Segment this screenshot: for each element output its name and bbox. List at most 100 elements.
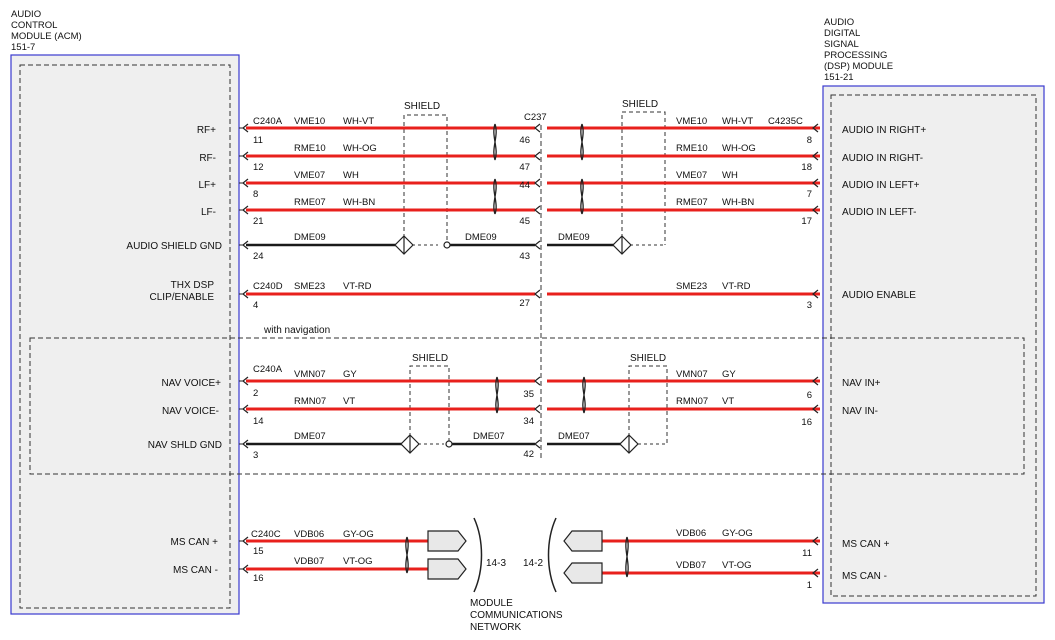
pin-number: 8 [807,135,812,146]
c237-pin-numbers: 46 47 44 45 43 27 35 34 42 [519,135,534,460]
pin-number: 44 [519,180,530,191]
pin-number: 8 [253,189,258,200]
pin-number: 7 [807,189,812,200]
c240a-label: C240A [253,116,283,127]
wire-color: WH-OG [343,143,377,154]
circuit-id: DME07 [558,431,590,442]
shield-label-1: SHIELD [404,101,440,112]
wire-color: GY-OG [722,528,753,539]
pin-number: 42 [523,449,534,460]
shield-left-nav: SHIELD [409,353,450,444]
left-wire-labels: VME10 WH-VT RME10 WH-OG VME07 WH RME07 W… [294,116,377,567]
network-label-1: MODULE [470,598,513,609]
wire-color: GY [343,369,357,380]
circuit-id: VDB07 [294,556,324,567]
network-connector-right: 14-2 [523,517,603,593]
wire-color: WH-BN [343,197,375,208]
shield-right-nav: SHIELD [628,353,668,444]
mid-ground-labels: DME09 DME09 DME07 DME07 [465,232,590,442]
wire-color: WH-VT [343,116,374,127]
acm-pin-numbers: 11 12 8 21 24 4 2 14 3 15 16 [253,135,264,584]
pin-number: 16 [253,573,264,584]
ref-14-2: 14-2 [523,558,543,569]
connector-arrows [242,123,819,578]
pin-label-audio-in-left-plus: AUDIO IN LEFT+ [842,180,920,191]
c240a-nav-label: C240A [253,364,283,375]
wire-color: VT-RD [343,281,372,292]
with-navigation-label: with navigation [263,325,330,336]
dsp-module: AUDIO DIGITAL SIGNAL PROCESSING (DSP) MO… [822,17,1045,604]
acm-module: AUDIO CONTROL MODULE (ACM) 151-7 [10,9,240,615]
pin-number: 34 [523,416,534,427]
circuit-id: VMN07 [676,369,708,380]
dsp-title-4: PROCESSING [824,50,887,61]
pin-label-audio-enable: AUDIO ENABLE [842,290,916,301]
right-wire-labels: VME10 WH-VT RME10 WH-OG VME07 WH RME07 W… [676,116,756,571]
pin-label-nav-shld-gnd: NAV SHLD GND [148,440,222,451]
wire-color: WH [343,170,359,181]
circuit-id: DME07 [294,431,326,442]
circuit-id: DME07 [473,431,505,442]
pin-number: 3 [807,300,812,311]
pin-number: 18 [801,162,812,173]
dsp-title-2: DIGITAL [824,28,860,39]
circuit-id: DME09 [465,232,497,243]
pin-label-rf-plus: RF+ [197,125,216,136]
dsp-title-5: (DSP) MODULE [824,61,893,72]
wire-color: WH [722,170,738,181]
c240c-label: C240C [251,529,281,540]
pin-number: 11 [802,548,812,559]
circuit-id: RMN07 [294,396,326,407]
acm-title-3: MODULE (ACM) [11,31,82,42]
circuit-id: VME07 [294,170,325,181]
dsp-title-3: SIGNAL [824,39,859,50]
pin-label-dsp-ms-can-minus: MS CAN - [842,571,887,582]
pin-label-audio-in-right-minus: AUDIO IN RIGHT- [842,153,923,164]
circuit-id: VDB06 [294,529,324,540]
pin-label-thx-dsp-1: THX DSP [171,280,215,291]
shield-ground-diamonds [394,235,639,454]
with-navigation-box [29,337,1025,475]
pin-number: 45 [519,216,530,227]
pin-label-thx-dsp-2: CLIP/ENABLE [150,292,215,303]
shield-left-top: SHIELD [403,101,448,245]
c237-label: C237 [524,112,547,123]
pin-label-audio-in-left-minus: AUDIO IN LEFT- [842,207,916,218]
network-connector-left: 14-3 [427,517,506,593]
shield-label-2: SHIELD [622,99,658,110]
circuit-id: RME10 [294,143,326,154]
circuit-id: RME07 [294,197,326,208]
c240d-label: C240D [253,281,283,292]
circuit-id: VDB06 [676,528,706,539]
pin-number: 16 [801,417,812,428]
circuit-id: SME23 [676,281,707,292]
pin-number: 46 [519,135,530,146]
circuit-id: RMN07 [676,396,708,407]
circuit-id: VMN07 [294,369,326,380]
pin-label-audio-shield-gnd: AUDIO SHIELD GND [126,241,222,252]
wire-color: WH-OG [722,143,756,154]
ref-14-3: 14-3 [486,558,506,569]
shield-right-top: SHIELD [621,99,666,245]
acm-title-1: AUDIO [11,9,41,20]
circuit-id: VDB07 [676,560,706,571]
dsp-pin-numbers: 8 18 7 17 3 6 16 11 1 [801,135,812,591]
pin-label-audio-in-right-plus: AUDIO IN RIGHT+ [842,125,926,136]
wire-color: GY [722,369,736,380]
pin-number: 6 [807,390,812,401]
pin-number: 12 [253,162,264,173]
wire-color: VT-RD [722,281,751,292]
pin-label-nav-in-plus: NAV IN+ [842,378,881,389]
pin-number: 35 [523,389,534,400]
circuit-id: DME09 [558,232,590,243]
pin-label-nav-voice-minus: NAV VOICE- [162,406,219,417]
pin-label-rf-minus: RF- [199,153,216,164]
circuit-id: VME10 [676,116,707,127]
wire-color: WH-VT [722,116,753,127]
circuit-id: RME10 [676,143,708,154]
circuit-id: VME10 [294,116,325,127]
wire-color: VT-OG [722,560,752,571]
acm-title-2: CONTROL [11,20,57,31]
acm-pin-labels: RF+ RF- LF+ LF- AUDIO SHIELD GND THX DSP… [126,125,222,576]
